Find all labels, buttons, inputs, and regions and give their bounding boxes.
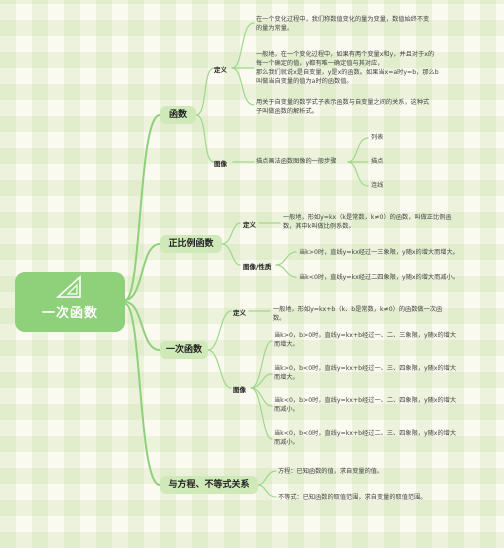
relation-inequality: 不等式：已知函数的取值范围，求自变量的取值范围。 (278, 494, 427, 501)
linear-definition-label[interactable]: 定义 (233, 309, 246, 317)
function-graph-steps-intro: 描点画法函数图像的一般步骤 (256, 158, 337, 165)
root-topic[interactable]: 一次函数 (15, 272, 125, 332)
function-graph-label[interactable]: 图像 (214, 160, 227, 168)
branch-equation-inequality-relation[interactable]: 与方程、不等式关系 (160, 476, 258, 494)
branch-proportional-function[interactable]: 正比例函数 (160, 235, 222, 253)
function-definition-label[interactable]: 定义 (214, 66, 227, 74)
root-title: 一次函数 (41, 306, 98, 321)
proportional-graph-label[interactable]: 图像/性质 (243, 263, 272, 271)
linear-property-4: 当k<0，b<0时，直线y=kx+b经过二、三、四象限，y随x的增大而减小。 (274, 430, 457, 446)
relation-equation: 方程：已知函数的值，求自变量的值。 (278, 468, 384, 475)
function-definition-text-3: 用关于自变量的数学式子表示函数与自变量之间的关系，这种式子叫做函数的解析式。 (256, 99, 430, 115)
triangle-ruler-icon (55, 275, 81, 298)
linear-property-1: 当k>0，b>0时，直线y=kx+b经过一、二、三象限，y随x的增大而增大。 (274, 332, 457, 348)
branch-function[interactable]: 函数 (160, 106, 196, 124)
step-connect: 连线 (371, 182, 384, 189)
proportional-property-1: 当k>0时，直线y=kx经过一三象限，y随x的增大而增大。 (299, 249, 459, 256)
linear-property-3: 当k<0，b>0时，直线y=kx+b经过一、二、四象限，y随x的增大而减小。 (274, 397, 457, 413)
linear-property-2: 当k>0，b<0时，直线y=kx+b经过一、三、四象限，y随x的增大而增大。 (274, 365, 457, 381)
proportional-definition-text: 一般地，形如y=kx（k是常数，k≠0）的函数，叫做正比例函数，其中k叫做比例系… (283, 214, 452, 230)
linear-graph-label[interactable]: 图像 (233, 386, 246, 394)
proportional-definition-label[interactable]: 定义 (243, 221, 256, 229)
function-definition-text-2: 一般地，在一个变化过程中，如果有两个变量x和y，并且对于x的每一个确定的值，y都… (256, 51, 439, 85)
step-plot: 描点 (371, 158, 384, 165)
step-list: 列表 (371, 134, 384, 141)
linear-definition-text: 一般地，形如y=kx+b（k、b是常数，k≠0）的函数做一次函数。 (273, 306, 443, 322)
function-definition-text-1: 在一个变化过程中，我们称数值变化的量为变量，数值始终不变的量为常量。 (256, 16, 430, 32)
proportional-property-2: 当k<0时，直线y=kx经过二四象限，y随x的增大而减小。 (299, 274, 459, 281)
branch-linear-function[interactable]: 一次函数 (160, 341, 208, 359)
